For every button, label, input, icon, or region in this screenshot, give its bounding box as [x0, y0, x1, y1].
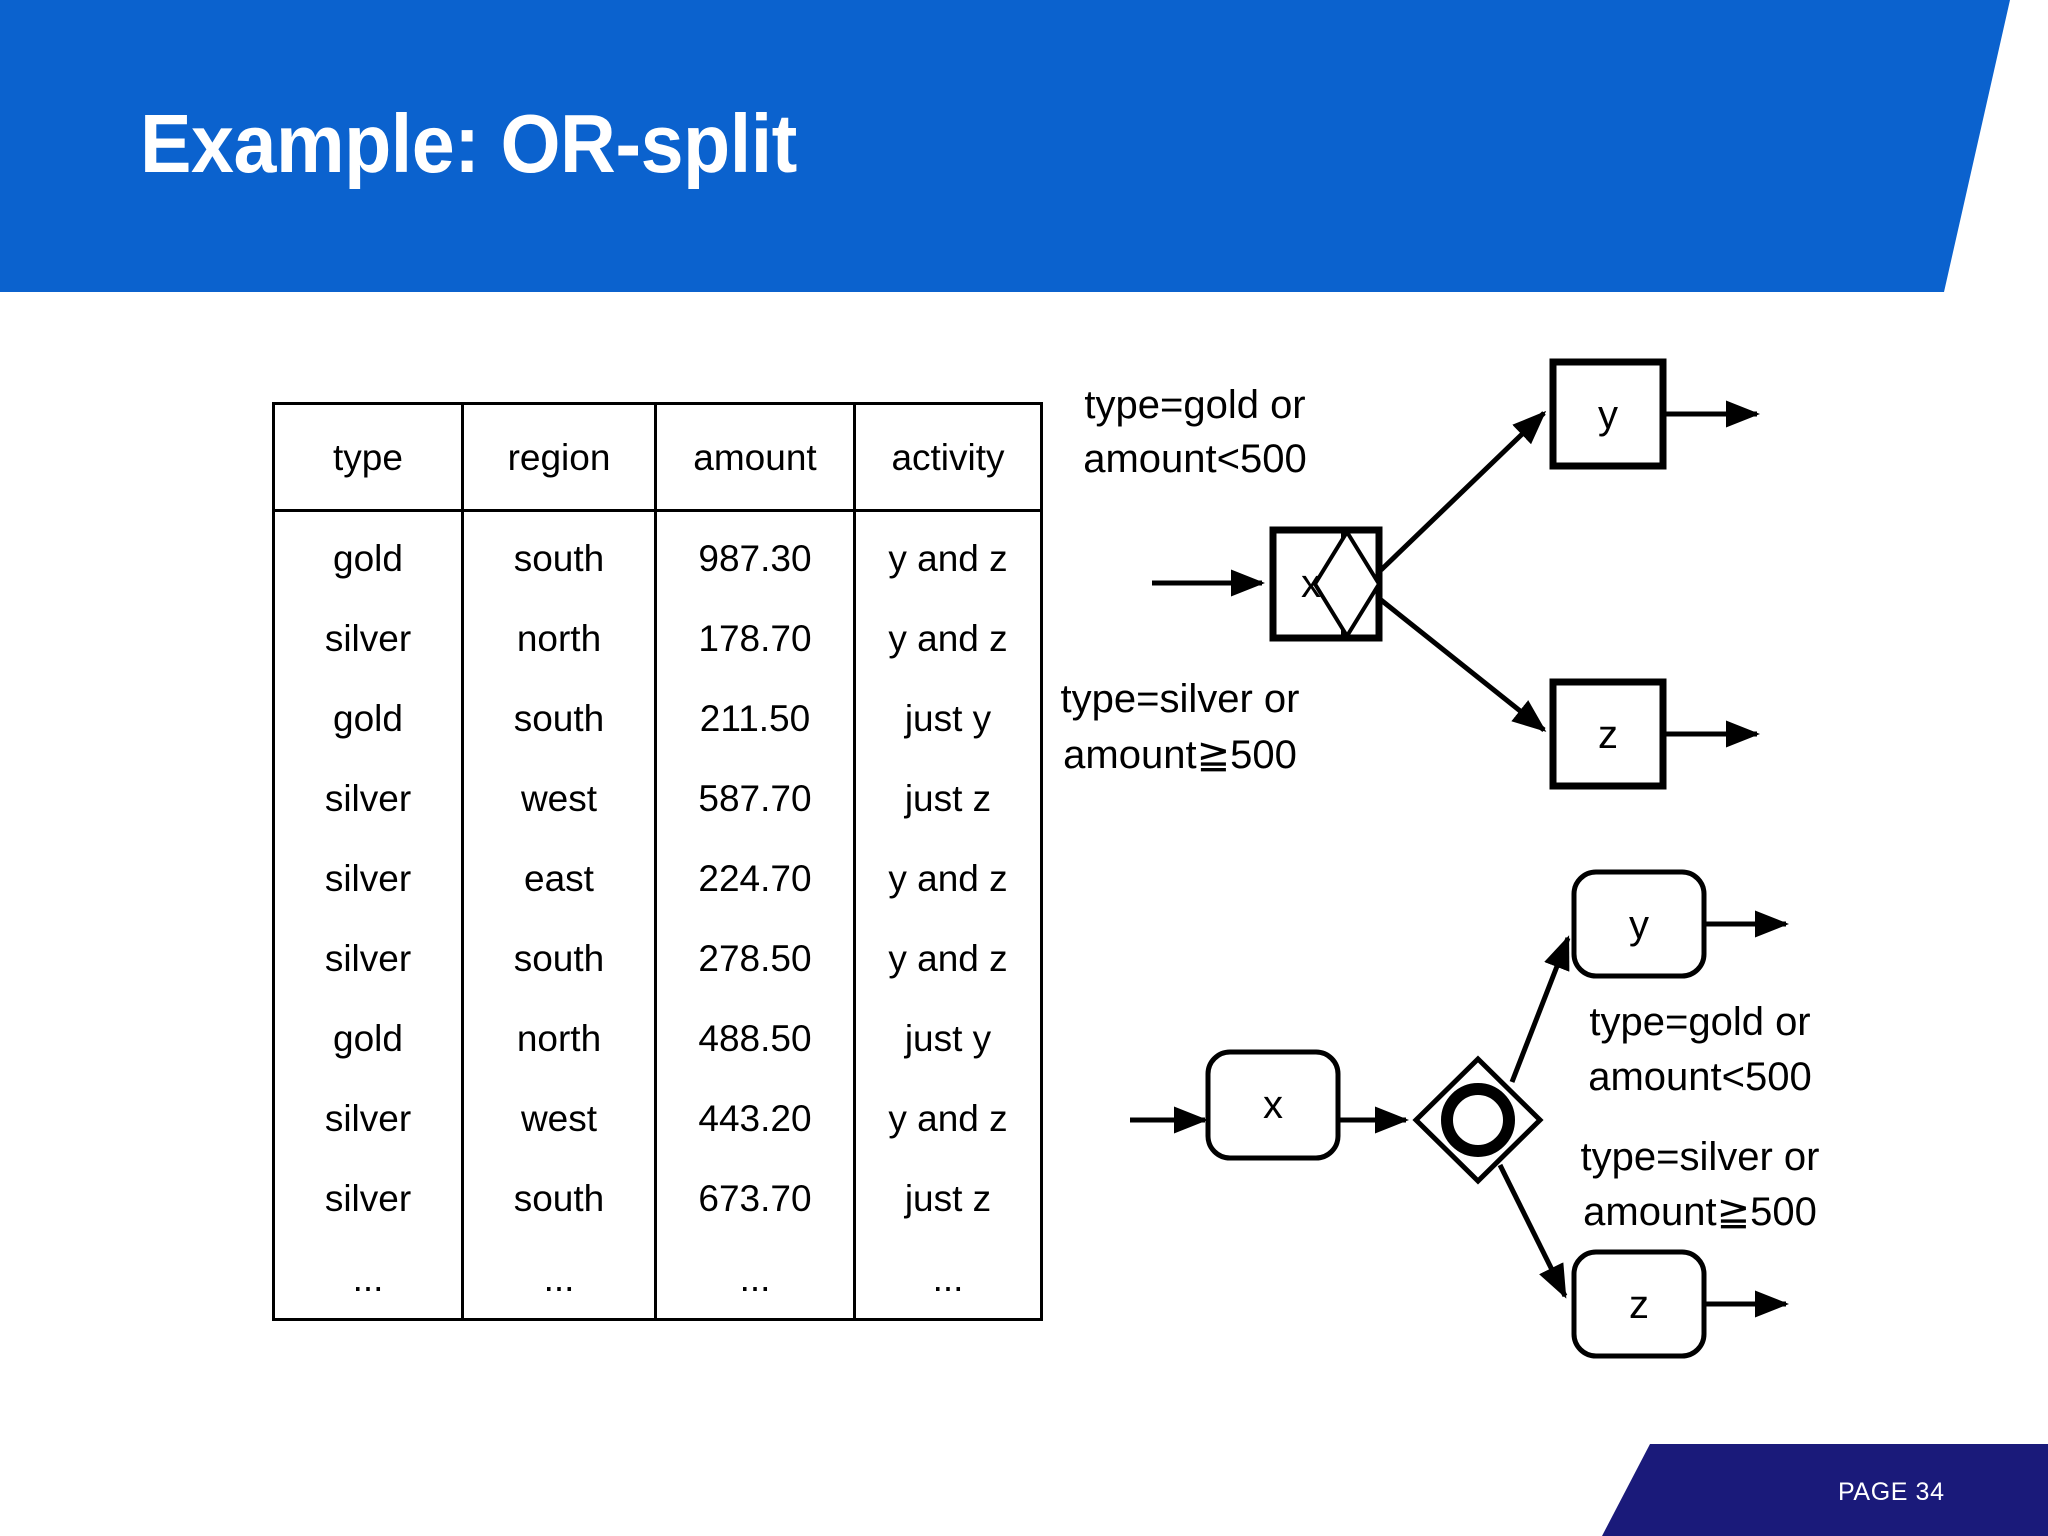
table-row: silver south 673.70 just z: [272, 1158, 1043, 1238]
cell-activity: y and z: [853, 918, 1043, 998]
bottom-branch-arrow-y: [1509, 935, 1571, 1083]
top-condition-upper-line2: amount<500: [1083, 437, 1307, 481]
table-header: type region amount activity: [272, 403, 1043, 512]
cell-activity: y and z: [853, 598, 1043, 678]
column-header-type: type: [272, 403, 464, 512]
cell-region: north: [461, 598, 657, 678]
table-header-row: type region amount activity: [272, 403, 1043, 512]
cell-type: silver: [272, 838, 464, 918]
table-row-ellipsis: ... ... ... ...: [272, 1238, 1043, 1320]
cell-type: gold: [272, 678, 464, 758]
bottom-task-x-label: x: [1263, 1083, 1283, 1127]
bottom-condition-upper-line1: type=gold or: [1589, 1000, 1810, 1044]
cell-activity: ...: [853, 1238, 1043, 1320]
cell-activity: just z: [853, 758, 1043, 838]
cell-activity: just y: [853, 998, 1043, 1078]
top-condition-lower-line2: amount≧500: [1063, 733, 1297, 777]
diagram-top-yawl: type=gold or amount<500 type=silver or a…: [1061, 358, 1761, 790]
bottom-condition-upper-line2: amount<500: [1588, 1055, 1812, 1099]
bottom-task-z-box: [1571, 1249, 1707, 1359]
header-banner: [0, 0, 2010, 292]
table-body: gold south 987.30 y and z silver north 1…: [272, 510, 1043, 1320]
diagram-bottom-bpmn: x y type=gold or amount<500 type=silver …: [1130, 869, 1820, 1359]
bottom-task-y: y: [1571, 869, 1707, 979]
cell-region: south: [461, 918, 657, 998]
top-task-y: y: [1549, 358, 1667, 470]
cell-type: silver: [272, 758, 464, 838]
cell-region: west: [461, 758, 657, 838]
bottom-task-y-label: y: [1629, 903, 1649, 947]
table-row: gold south 211.50 just y: [272, 678, 1043, 758]
column-header-region: region: [461, 403, 657, 512]
cell-activity: just y: [853, 678, 1043, 758]
footer-tab: [1602, 1444, 2048, 1536]
cell-amount: 278.50: [654, 918, 856, 998]
table-row: gold south 987.30 y and z: [272, 510, 1043, 598]
cell-amount: 178.70: [654, 598, 856, 678]
top-condition-lower-line1: type=silver or: [1061, 677, 1300, 721]
table-row: silver west 443.20 y and z: [272, 1078, 1043, 1158]
bottom-task-x: x: [1205, 1049, 1341, 1161]
cell-activity: y and z: [853, 510, 1043, 598]
top-task-y-label: y: [1598, 393, 1618, 437]
top-branch-arrow-y: [1379, 410, 1547, 572]
gateway-or-circle-icon: [1441, 1083, 1515, 1157]
bottom-condition-lower-line2: amount≧500: [1583, 1190, 1817, 1234]
cell-activity: just z: [853, 1158, 1043, 1238]
cell-amount: 488.50: [654, 998, 856, 1078]
bottom-task-z: z: [1571, 1249, 1707, 1359]
table-row: silver east 224.70 y and z: [272, 838, 1043, 918]
bottom-condition-lower-line1: type=silver or: [1581, 1135, 1820, 1179]
top-condition-upper-line1: type=gold or: [1084, 383, 1305, 427]
cell-amount: 443.20: [654, 1078, 856, 1158]
top-task-x: x: [1269, 526, 1383, 642]
top-task-x-label: x: [1301, 562, 1321, 606]
cell-activity: y and z: [853, 1078, 1043, 1158]
cell-amount: 224.70: [654, 838, 856, 918]
gateway-diamond-icon: [1412, 1055, 1544, 1185]
table-row: silver north 178.70 y and z: [272, 598, 1043, 678]
event-log-table: type region amount activity gold south 9…: [272, 402, 1043, 1321]
table-row: gold north 488.50 just y: [272, 998, 1043, 1078]
cell-amount: 211.50: [654, 678, 856, 758]
table-row: silver south 278.50 y and z: [272, 918, 1043, 998]
cell-region: north: [461, 998, 657, 1078]
top-or-split-diamond-icon: [1312, 528, 1382, 640]
cell-activity: y and z: [853, 838, 1043, 918]
bottom-branch-arrow-z: [1497, 1163, 1568, 1299]
cell-amount: 673.70: [654, 1158, 856, 1238]
cell-amount: ...: [654, 1238, 856, 1320]
top-task-z: z: [1549, 678, 1667, 790]
bottom-task-x-box: [1205, 1049, 1341, 1161]
top-task-y-box: [1549, 358, 1667, 470]
cell-region: west: [461, 1078, 657, 1158]
cell-region: south: [461, 1158, 657, 1238]
cell-type: silver: [272, 1078, 464, 1158]
column-header-amount: amount: [654, 403, 856, 512]
cell-region: south: [461, 678, 657, 758]
cell-type: silver: [272, 598, 464, 678]
cell-type: ...: [272, 1238, 464, 1320]
top-task-z-label: z: [1598, 713, 1618, 757]
cell-amount: 987.30: [654, 510, 856, 598]
cell-type: silver: [272, 918, 464, 998]
page-number-label: PAGE 34: [1838, 1478, 1945, 1506]
cell-region: ...: [461, 1238, 657, 1320]
cell-amount: 587.70: [654, 758, 856, 838]
bottom-task-y-box: [1571, 869, 1707, 979]
cell-type: gold: [272, 998, 464, 1078]
cell-region: south: [461, 510, 657, 598]
bottom-inclusive-gateway: [1412, 1055, 1544, 1185]
page-title: Example: OR-split: [140, 97, 797, 190]
table-row: silver west 587.70 just z: [272, 758, 1043, 838]
cell-region: east: [461, 838, 657, 918]
top-task-x-box: [1269, 526, 1383, 642]
column-header-activity: activity: [853, 403, 1043, 512]
cell-type: silver: [272, 1158, 464, 1238]
bottom-task-z-label: z: [1629, 1283, 1649, 1327]
top-task-z-box: [1549, 678, 1667, 790]
top-branch-arrow-z: [1379, 598, 1547, 732]
cell-type: gold: [272, 510, 464, 598]
